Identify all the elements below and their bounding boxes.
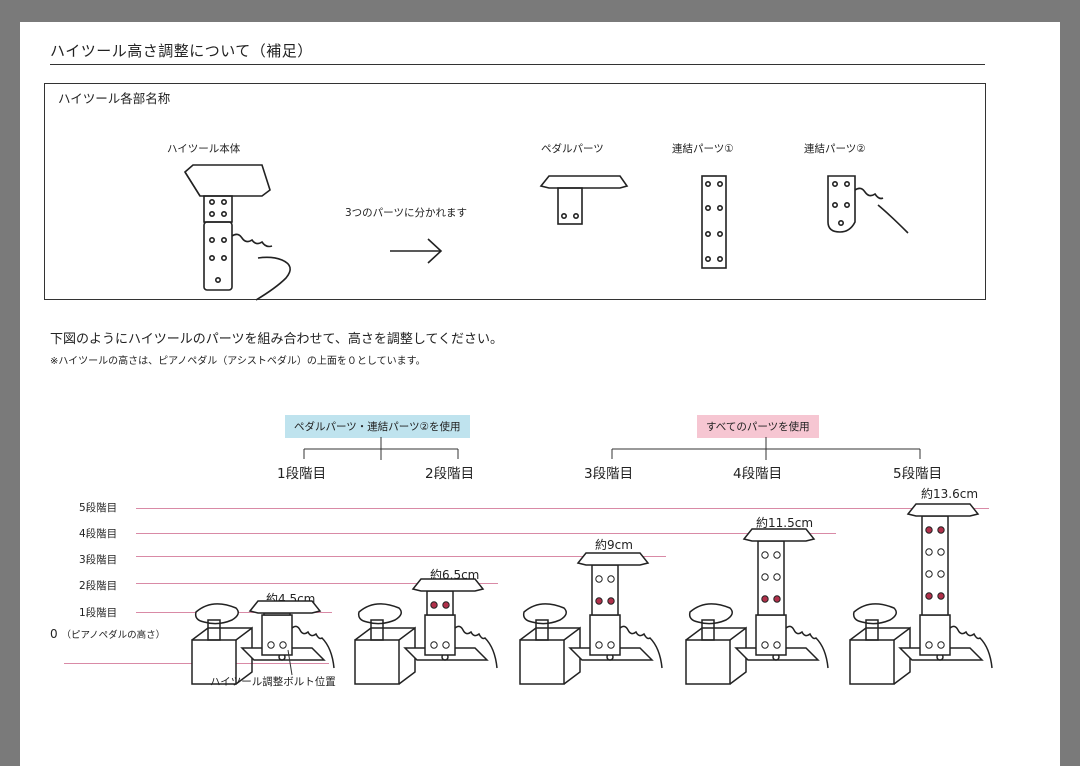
height-label-3: 約9cm <box>595 538 633 552</box>
step-label-5: 5段階目 <box>893 466 943 482</box>
zero-text: （ピアノペダルの高さ） <box>61 630 166 641</box>
height-label-5: 約13.6cm <box>921 487 979 501</box>
height-label-4: 約11.5cm <box>756 516 814 530</box>
step-label-4: 4段階目 <box>733 466 783 482</box>
instruction-note: ※ハイツールの高さは、ピアノペダル（アシストペダル）の上面を０としています。 <box>50 356 426 367</box>
parts-name-box <box>44 83 986 300</box>
assembly-3 <box>519 552 663 685</box>
split-text: 3つのパーツに分かれます <box>345 207 467 219</box>
zero-num: 0 <box>50 627 58 641</box>
assembly-1 <box>191 600 335 685</box>
pedal-part-label: ペダルパーツ <box>541 143 604 155</box>
body-label: ハイツール本体 <box>167 143 241 155</box>
title-underline <box>50 64 985 65</box>
bolt-position-label: ハイツール調整ボルト位置 <box>210 676 336 688</box>
step-label-3: 3段階目 <box>584 466 634 482</box>
level-label-2: 2段階目 <box>79 580 118 592</box>
zero-label: 0 （ピアノペダルの高さ） <box>50 627 165 641</box>
step-label-2: 2段階目 <box>425 466 475 482</box>
assembly-4 <box>685 528 829 685</box>
level-label-3: 3段階目 <box>79 554 118 566</box>
step-label-1: 1段階目 <box>277 466 327 482</box>
level-label-5: 5段階目 <box>79 502 118 514</box>
guide-line-2 <box>136 583 498 584</box>
bolt-pointer-line <box>287 649 293 676</box>
level-label-4: 4段階目 <box>79 528 118 540</box>
link-part-2-label: 連結パーツ② <box>804 143 866 155</box>
tag-two-parts: ペダルパーツ・連結パーツ②を使用 <box>285 415 470 438</box>
split-arrow <box>390 238 443 264</box>
pedal-part-illustration <box>539 175 629 225</box>
link-part-2-illustration <box>827 175 909 234</box>
assembly-5 <box>849 503 993 685</box>
page-title: ハイツール高さ調整について（補足） <box>50 42 313 60</box>
level-label-1: 1段階目 <box>79 607 118 619</box>
guide-line-5 <box>136 508 989 509</box>
assembly-2 <box>354 578 498 685</box>
parts-section-title: ハイツール各部名称 <box>58 91 171 106</box>
tag-all-parts: すべてのパーツを使用 <box>697 415 819 438</box>
link-part-1-label: 連結パーツ① <box>672 143 734 155</box>
instruction-text: 下図のようにハイツールのパーツを組み合わせて、高さを調整してください。 <box>50 332 504 347</box>
guide-line-4 <box>136 533 836 534</box>
link-part-1-illustration <box>701 175 727 269</box>
hi-tool-body-illustration <box>183 164 291 301</box>
guide-line-3 <box>136 556 666 557</box>
